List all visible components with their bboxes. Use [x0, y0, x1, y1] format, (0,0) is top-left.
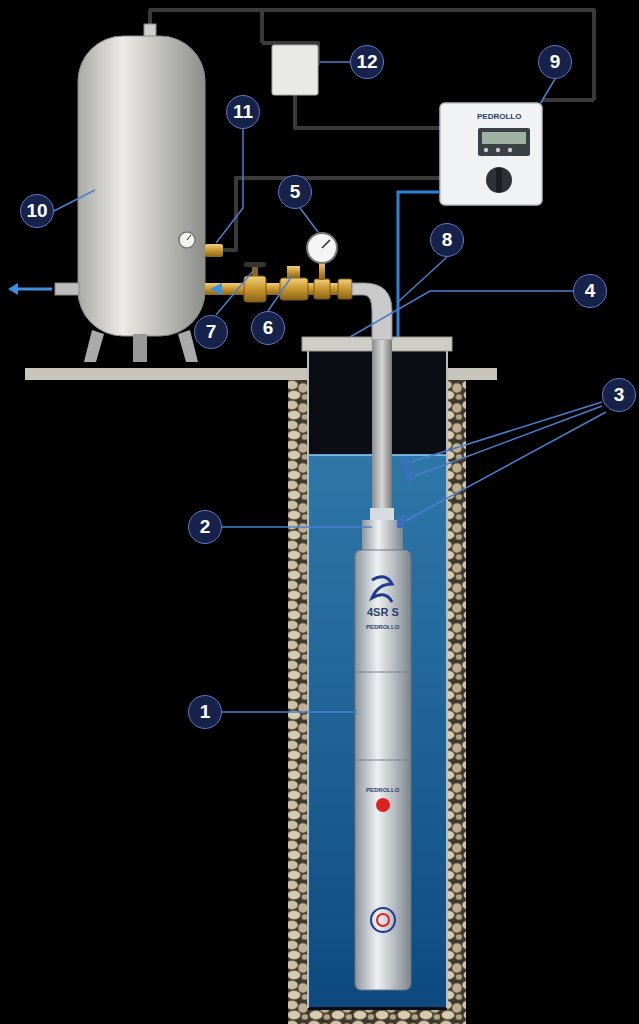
callout-number: 12	[350, 45, 384, 79]
callout-number: 8	[430, 223, 464, 257]
callout-number: 2	[188, 510, 222, 544]
brand-text: 4SR S	[367, 606, 399, 618]
callout-number: 4	[573, 274, 607, 308]
callout-number: 11	[226, 95, 260, 129]
callout-number: 10	[20, 194, 54, 228]
callout-number: 5	[278, 175, 312, 209]
callout-number: 3	[602, 378, 636, 412]
callout-number: 1	[188, 695, 222, 729]
brand-text: PEDROLLO	[477, 112, 521, 121]
callout-number: 9	[538, 45, 572, 79]
brand-text: PEDROLLO	[366, 624, 399, 630]
brand-text: PEDROLLO	[366, 787, 399, 793]
callout-number: 7	[194, 315, 228, 349]
callout-number: 6	[251, 311, 285, 345]
